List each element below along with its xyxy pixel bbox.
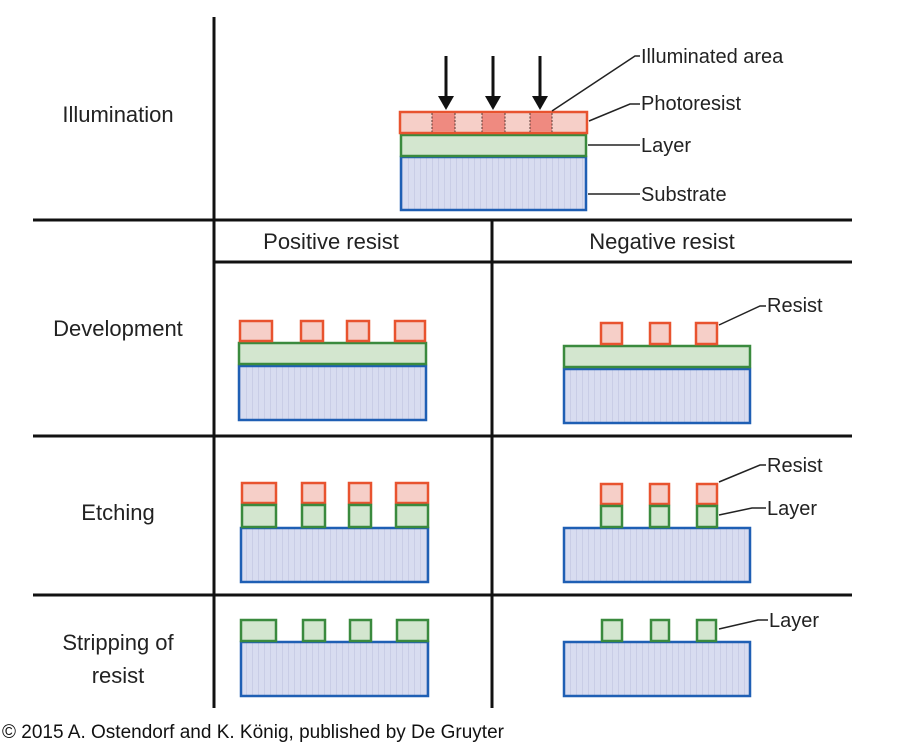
- layer-block: [649, 618, 671, 643]
- annotation-substrate: Substrate: [641, 184, 727, 206]
- resist-block: [345, 319, 371, 343]
- resist-block: [347, 481, 373, 505]
- substrate: [237, 364, 428, 422]
- illuminated-area: [530, 113, 552, 132]
- row-label-illumination: Illumination: [62, 102, 173, 127]
- arrow-down-icon: [485, 56, 501, 110]
- layer: [562, 344, 752, 369]
- illuminated-area: [432, 113, 455, 132]
- development-negative: Resist: [562, 295, 823, 425]
- leader-line: [718, 305, 766, 326]
- resist-block: [299, 319, 325, 343]
- substrate: [399, 155, 588, 212]
- etching-positive: [239, 481, 430, 584]
- resist-block: [599, 482, 624, 506]
- annotation-illuminated-area: Illuminated area: [641, 46, 784, 68]
- resist-block: [599, 321, 624, 346]
- arrow-down-icon: [532, 56, 548, 110]
- resist-block: [393, 319, 427, 343]
- resist-block: [238, 319, 274, 343]
- row-label-stripping-line2: resist: [92, 663, 145, 688]
- layer: [237, 341, 428, 366]
- column-header-negative: Negative resist: [589, 229, 735, 254]
- layer: [399, 133, 588, 158]
- layer-block: [600, 618, 624, 643]
- layer-block: [695, 504, 719, 529]
- substrate: [562, 640, 752, 698]
- layer-block: [239, 618, 278, 643]
- resist-block: [300, 481, 327, 505]
- layer-block: [395, 618, 430, 643]
- illumination-boundaries: [431, 113, 553, 132]
- substrate: [239, 526, 430, 584]
- substrate: [239, 640, 430, 698]
- resist-block: [648, 482, 671, 506]
- resist-block: [694, 321, 719, 346]
- resist-block: [240, 481, 278, 505]
- resist-block: [695, 482, 719, 506]
- arrows: [438, 56, 548, 110]
- layer-block: [301, 618, 327, 643]
- annotation-layer: Layer: [767, 498, 817, 520]
- stripping-positive: [239, 618, 430, 698]
- leader-line: [718, 464, 766, 483]
- annotation-resist: Resist: [767, 455, 823, 477]
- arrow-down-icon: [438, 56, 454, 110]
- substrate: [562, 367, 752, 425]
- leader-lines: [551, 55, 640, 195]
- layer-block: [648, 504, 671, 529]
- layer-block: [240, 503, 278, 529]
- row-label-development: Development: [53, 316, 183, 341]
- row-label-stripping-line1: Stripping of: [62, 630, 174, 655]
- row-label-etching: Etching: [81, 500, 154, 525]
- grid-lines: [33, 17, 852, 708]
- annotation-photoresist: Photoresist: [641, 93, 741, 115]
- copyright-footer: © 2015 A. Ostendorf and K. König, publis…: [2, 722, 504, 743]
- layer-block: [347, 503, 373, 529]
- resist-block: [394, 481, 430, 505]
- illuminated-area: [482, 113, 505, 132]
- annotation-layer: Layer: [769, 610, 819, 632]
- illumination-stack: Illuminated area Photoresist Layer Subst…: [398, 46, 784, 212]
- development-positive: [237, 319, 428, 422]
- resist-block: [648, 321, 672, 346]
- leader-line: [718, 619, 768, 630]
- layer-block: [394, 503, 430, 529]
- annotation-layer: Layer: [641, 135, 691, 157]
- layer-block: [300, 503, 327, 529]
- leader-line: [718, 507, 766, 516]
- substrate: [562, 526, 752, 584]
- layer-block: [695, 618, 718, 643]
- layer-block: [599, 504, 624, 529]
- layer-block: [348, 618, 373, 643]
- stripping-negative: Layer: [562, 610, 819, 698]
- column-header-positive: Positive resist: [263, 229, 399, 254]
- annotation-resist: Resist: [767, 295, 823, 317]
- etching-negative: Resist Layer: [562, 455, 823, 584]
